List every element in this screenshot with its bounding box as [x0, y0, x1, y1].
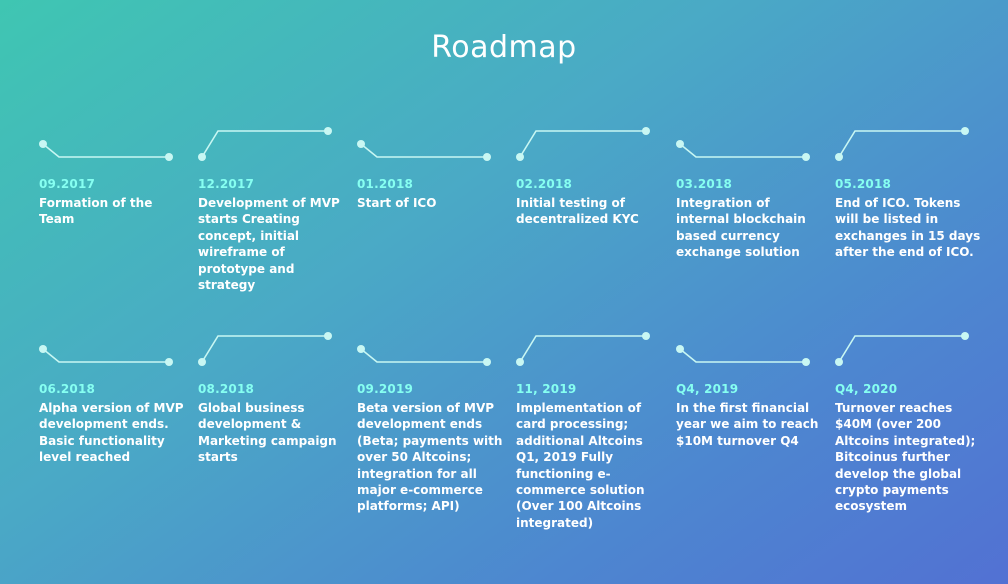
timeline-connector	[835, 127, 969, 161]
timeline-connector	[39, 140, 173, 161]
milestone-text: Integration of internal blockchain based…	[676, 196, 806, 260]
milestone-text: Development of MVP starts Creating conce…	[198, 196, 340, 293]
milestone-date: 06.2018	[39, 382, 96, 396]
milestone-date: 01.2018	[357, 177, 414, 191]
timeline-row-2: 06.2018 Alpha version of MVP development…	[0, 331, 1008, 561]
milestone-text: End of ICO. Tokens will be listed in exc…	[835, 196, 981, 260]
timeline-connector	[198, 127, 332, 161]
milestone-date: 09.2019	[357, 382, 414, 396]
milestone-text: Initial testing of decentralized KYC	[516, 196, 639, 227]
milestone-date: 05.2018	[835, 177, 892, 191]
milestone-date: 02.2018	[516, 177, 573, 191]
milestone-date: Q4, 2020	[835, 382, 898, 396]
timeline-row-1: 09.2017 Formation of the Team 12.2017 De…	[0, 126, 1008, 356]
milestone-text: Beta version of MVP development ends (Be…	[357, 401, 503, 514]
milestone-text: Alpha version of MVP development ends. B…	[39, 401, 184, 465]
milestone-text: Formation of the Team	[39, 196, 153, 227]
milestone-text: Implementation of card processing; addit…	[516, 401, 645, 530]
timeline-connector	[676, 140, 810, 161]
timeline-connector	[516, 127, 650, 161]
milestone-text: Start of ICO	[357, 196, 437, 210]
timeline-connector	[835, 332, 969, 366]
timeline-connector	[357, 140, 491, 161]
milestone-text: Global business development & Marketing …	[198, 401, 337, 465]
milestone-date: 09.2017	[39, 177, 96, 191]
milestone-date: 12.2017	[198, 177, 255, 191]
milestone-text: In the first financial year we aim to re…	[676, 401, 819, 448]
timeline-connector	[516, 332, 650, 366]
milestone-date: 08.2018	[198, 382, 255, 396]
milestone-date: 03.2018	[676, 177, 733, 191]
timeline-connector	[39, 345, 173, 366]
milestone-date: 11, 2019	[516, 382, 577, 396]
timeline-connector	[676, 345, 810, 366]
page-title: Roadmap	[431, 30, 577, 65]
timeline-connector	[198, 332, 332, 366]
timeline-connector	[357, 345, 491, 366]
milestone-date: Q4, 2019	[676, 382, 739, 396]
milestone-text: Turnover reaches $40M (over 200 Altcoins…	[835, 401, 976, 514]
